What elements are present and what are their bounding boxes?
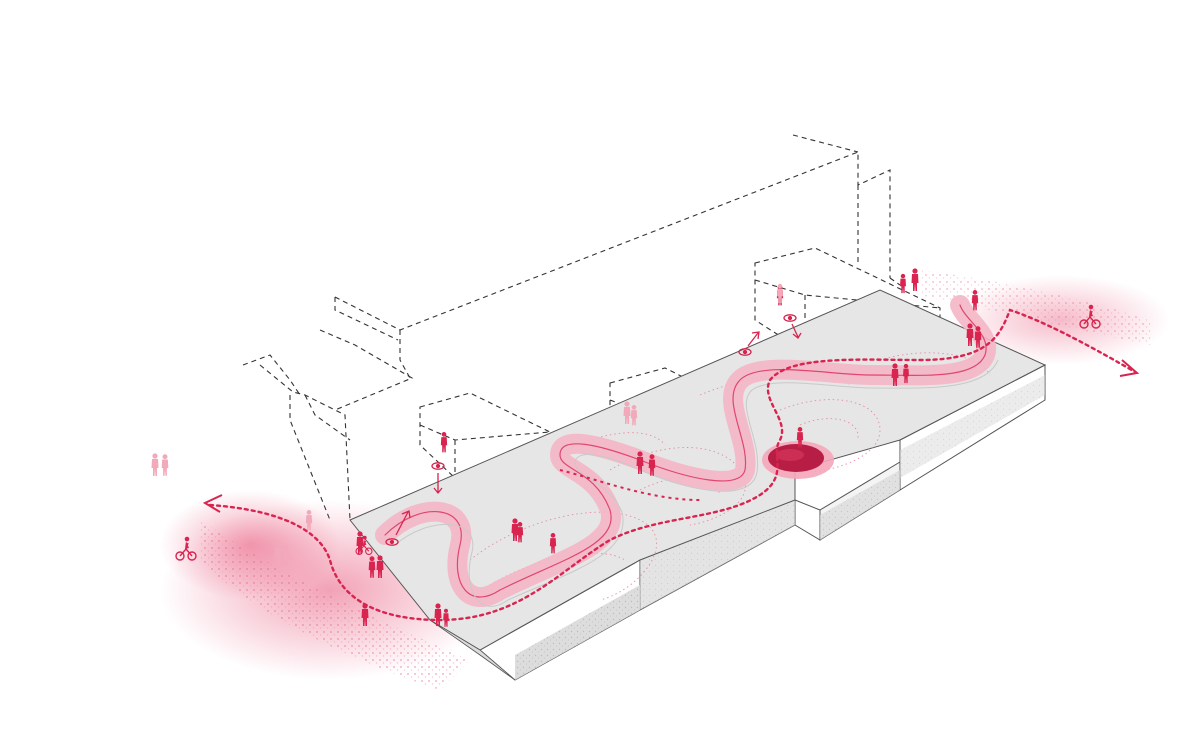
eye-icon bbox=[738, 331, 760, 356]
person-icon bbox=[974, 326, 982, 348]
movement-path bbox=[202, 308, 1140, 622]
person-icon bbox=[903, 363, 909, 384]
person-icon bbox=[361, 603, 369, 626]
cyclist-icon bbox=[1079, 304, 1101, 329]
person-icon bbox=[376, 555, 384, 578]
person-icon bbox=[900, 273, 906, 294]
person-icon bbox=[511, 518, 519, 541]
cyclist-icon bbox=[175, 536, 197, 561]
person-icon bbox=[443, 608, 449, 627]
person-icon bbox=[305, 510, 313, 531]
person-icon bbox=[274, 541, 282, 564]
person-icon bbox=[151, 453, 159, 476]
person-icon bbox=[161, 454, 169, 476]
person-icon bbox=[911, 268, 919, 291]
person-icon bbox=[440, 432, 448, 453]
cyclist-icon bbox=[355, 535, 373, 555]
person-icon bbox=[630, 405, 638, 426]
person-icon bbox=[777, 283, 783, 304]
arrow-icon bbox=[1119, 359, 1140, 377]
person-icon bbox=[648, 454, 656, 476]
eye-icon bbox=[385, 510, 411, 546]
circular-pool bbox=[762, 441, 834, 479]
arrow-icon bbox=[202, 494, 223, 513]
person-icon bbox=[368, 556, 376, 578]
eye-icon bbox=[431, 462, 445, 495]
person-icon bbox=[971, 290, 979, 311]
eye-icon bbox=[783, 314, 802, 339]
person-icon bbox=[282, 545, 290, 566]
person-icon bbox=[966, 323, 974, 346]
person-icon bbox=[434, 603, 442, 626]
person-icon bbox=[549, 533, 557, 554]
person-icon bbox=[891, 363, 899, 386]
person-icon bbox=[636, 451, 644, 474]
ghost-building-outline bbox=[242, 134, 941, 521]
person-icon bbox=[796, 427, 804, 448]
person-icon bbox=[623, 401, 631, 424]
person-icon bbox=[516, 522, 524, 543]
